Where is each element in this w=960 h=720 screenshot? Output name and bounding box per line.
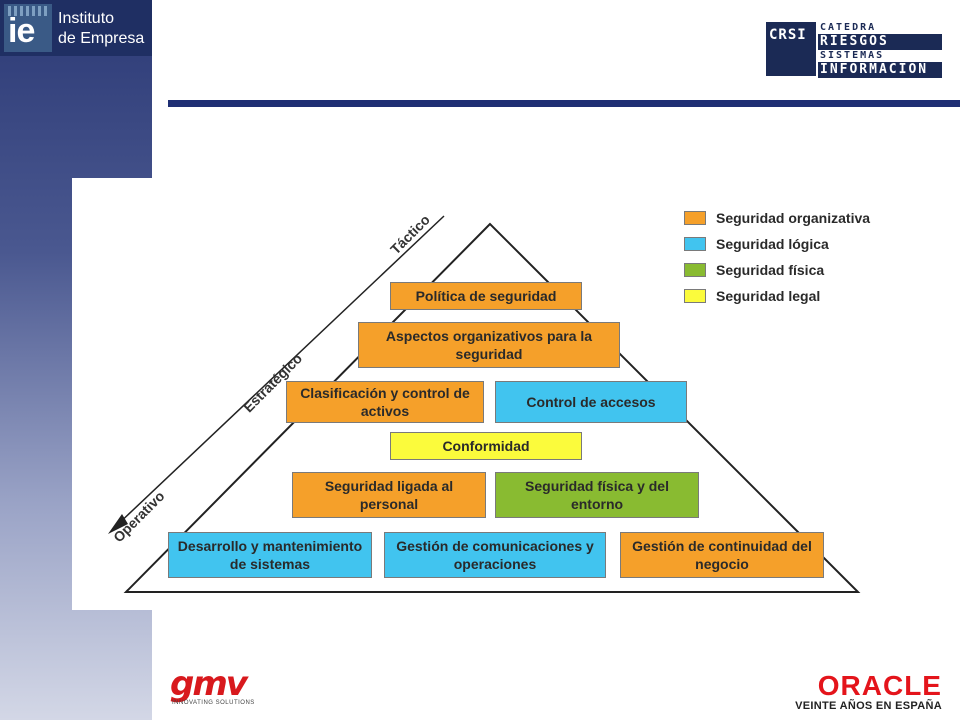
legend-swatch-logica bbox=[684, 237, 706, 251]
gmv-logo: gmv INNOVATING SOLUTIONS bbox=[170, 664, 255, 706]
legend-item-logica: Seguridad lógica bbox=[684, 236, 829, 252]
ie-logo-mark: ie bbox=[4, 4, 52, 52]
oracle-logo: ORACLE VEINTE AÑOS EN ESPAÑA bbox=[795, 670, 942, 713]
gmv-tagline: INNOVATING SOLUTIONS bbox=[172, 700, 255, 706]
oracle-name: ORACLE bbox=[817, 670, 942, 701]
gmv-name: gmv bbox=[170, 664, 248, 704]
crsi-logo: CRSI CATEDRA RIESGOS SISTEMAS INFORMACIO… bbox=[766, 22, 942, 78]
legend-swatch-fisica bbox=[684, 263, 706, 277]
legend-swatch-organizativa bbox=[684, 211, 706, 225]
crsi-line3: SISTEMAS bbox=[820, 50, 885, 61]
crsi-line1: CATEDRA bbox=[820, 22, 877, 33]
box-fisica-entorno: Seguridad física y del entorno bbox=[495, 472, 699, 518]
header-divider bbox=[168, 100, 960, 107]
ie-logo-line1: Instituto bbox=[58, 10, 115, 27]
box-aspectos: Aspectos organizativos para la seguridad bbox=[358, 322, 620, 368]
axis-arrow-icon bbox=[108, 514, 128, 534]
legend-label: Seguridad física bbox=[716, 262, 825, 278]
legend-swatch-legal bbox=[684, 289, 706, 303]
box-comunicaciones: Gestión de comunicaciones y operaciones bbox=[384, 532, 606, 578]
box-continuidad: Gestión de continuidad del negocio bbox=[620, 532, 824, 578]
box-control-accesos: Control de accesos bbox=[495, 381, 687, 423]
axis-line bbox=[113, 215, 445, 529]
oracle-subtitle: VEINTE AÑOS EN ESPAÑA bbox=[795, 700, 942, 712]
ie-logo: ie Instituto de Empresa bbox=[0, 0, 152, 56]
legend-label: Seguridad legal bbox=[716, 288, 821, 304]
crsi-line4: INFORMACION bbox=[818, 62, 942, 78]
legend-item-legal: Seguridad legal bbox=[684, 288, 820, 304]
box-politica: Política de seguridad bbox=[390, 282, 582, 310]
crsi-mark: CRSI bbox=[769, 27, 807, 43]
ie-mark-text: ie bbox=[8, 12, 35, 50]
legend-label: Seguridad lógica bbox=[716, 236, 829, 252]
legend-item-fisica: Seguridad física bbox=[684, 262, 824, 278]
box-conformidad: Conformidad bbox=[390, 432, 582, 460]
ie-logo-line2: de Empresa bbox=[58, 30, 145, 47]
legend-label: Seguridad organizativa bbox=[716, 210, 871, 226]
crsi-line2: RIESGOS bbox=[818, 34, 942, 50]
box-clasificacion: Clasificación y control de activos bbox=[286, 381, 484, 423]
legend-item-organizativa: Seguridad organizativa bbox=[684, 210, 870, 226]
box-desarrollo: Desarrollo y mantenimiento de sistemas bbox=[168, 532, 372, 578]
ie-logo-name: Instituto de Empresa bbox=[58, 9, 144, 49]
security-pyramid-figure: Táctico Estratégico Operativo Seguridad … bbox=[72, 178, 872, 610]
box-personal: Seguridad ligada al personal bbox=[292, 472, 486, 518]
